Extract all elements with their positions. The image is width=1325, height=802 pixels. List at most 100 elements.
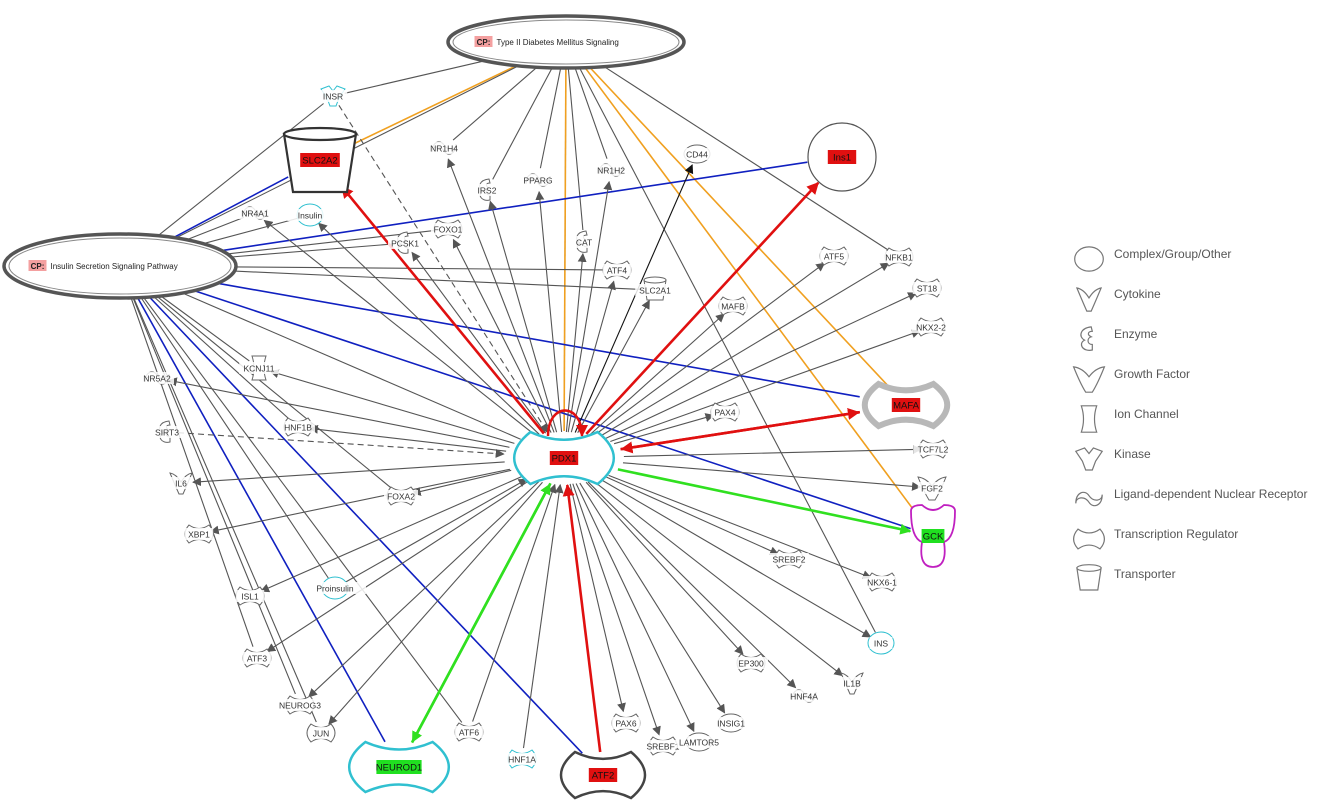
legend-item-ion-channel: Ion Channel [1068,400,1318,440]
node-nfkb1[interactable]: NFKB1 [882,247,916,267]
edge-pdx1-to-atf5 [593,262,826,436]
node-hnf1a[interactable]: HNF1A [505,749,539,769]
node-atf4[interactable]: ATF4 [602,260,632,280]
node-isl1[interactable]: ISL1 [235,586,265,606]
node-nr4a1[interactable]: NR4A1 [238,206,272,220]
edge-pdx1-to-nr4a1 [263,219,536,436]
node-label: JUN [313,729,330,739]
node-kcnj11[interactable]: KCNJ11 [239,355,279,381]
node-lamtor5[interactable]: LAMTOR5 [676,732,722,752]
node-nkx6-1[interactable]: NKX6-1 [862,572,902,592]
edge-layer [130,60,922,754]
node-pax6[interactable]: PAX6 [611,713,641,733]
edge-p-isp-to-jun [133,297,317,723]
node-hnf1b[interactable]: HNF1B [281,417,315,437]
node-neurod1[interactable]: NEUROD1 [348,740,450,794]
node-atf5[interactable]: ATF5 [819,246,849,266]
pathway-label: Type II Diabetes Mellitus Signaling [497,38,619,47]
node-ins[interactable]: INS [867,631,895,655]
edge-pdx1-to-pax4 [613,413,715,445]
node-mafa[interactable]: MAFA [861,380,951,430]
node-cat[interactable]: CAT [572,230,596,253]
legend-item-ligand-dependent-nuclear-receptor: Ligand-dependent Nuclear Receptor [1068,480,1318,520]
edge-p-isp-to-atf4 [235,266,606,271]
node-tcf7l2[interactable]: TCF7L2 [913,439,953,459]
node-label: INSR [323,92,343,102]
node-il6[interactable]: IL6 [169,472,193,495]
node-sirt3[interactable]: SIRT3 [150,420,184,443]
node-irs2[interactable]: IRS2 [472,178,502,201]
node-label: FGF2 [921,484,943,494]
node-insr[interactable]: INSR [318,85,348,107]
node-atf6[interactable]: ATF6 [454,722,484,742]
node-label: GCK [923,532,944,543]
node-label: NR5A2 [143,374,171,384]
edge-pdx1-to-foxo1 [452,238,552,433]
node-jun[interactable]: JUN [306,723,336,743]
node-mafb[interactable]: MAFB [718,296,748,316]
edge-pdx1-to-nr5a2 [167,377,510,448]
node-atf2[interactable]: ATF2 [559,750,647,800]
pathway-layer: CP:Type II Diabetes Mellitus SignalingCP… [2,14,686,300]
node-foxa2[interactable]: FOXA2 [384,486,418,506]
edge-pdx1-to-insulin [317,222,540,435]
node-ep300[interactable]: EP300 [734,653,768,673]
transporter-icon [1076,564,1102,591]
node-fgf2[interactable]: FGF2 [917,476,947,501]
node-st18[interactable]: ST18 [912,278,942,298]
node-pax4[interactable]: PAX4 [710,402,740,422]
edge-proinsulin-to-pdx1 [344,478,528,584]
pathway-type-ii-diabetes-mellitus-signaling[interactable]: CP: Type II Diabetes Mellitus Signaling [446,14,686,70]
legend-label: Enzyme [1114,327,1158,341]
node-label: PCSK1 [391,239,419,249]
edge-pdx1-to-atf3 [266,479,532,652]
edge-p-isp-to-pcsk1 [231,243,394,258]
node-slc2a1[interactable]: SLC2A1 [635,276,675,301]
highlight-fill [921,529,945,543]
node-label: Ins1 [833,153,851,164]
edge-mafa-to-pdx1 [620,410,861,454]
node-insig1[interactable]: INSIG1 [711,713,751,733]
node-neurog3[interactable]: NEUROG3 [277,695,323,715]
edge-p-isp-to-atf3 [130,297,254,647]
node-proinsulin[interactable]: Proinsulin [304,576,366,600]
legend-item-cytokine: Cytokine [1068,280,1318,320]
edge-pdx1-to-lamtor5 [575,483,695,733]
enzyme-icon [1080,326,1094,351]
node-cd44[interactable]: CD44 [682,144,712,164]
node-xbp1[interactable]: XBP1 [184,524,214,544]
edge-pdx1-to-ins [599,478,872,638]
node-gck[interactable]: GCK [910,504,956,568]
edge-p-t2d-to-nfkb1 [603,66,890,251]
node-ins1[interactable]: Ins1 [807,122,877,192]
node-pdx1[interactable]: PDX1 [513,430,615,486]
node-label: SLC2A2 [302,156,337,167]
node-hnf4a[interactable]: HNF4A [787,689,821,703]
edge-pdx1-self-loop [546,409,588,437]
node-pparg[interactable]: PPARG [521,173,555,187]
edge-pdx1-to-isl1 [260,475,523,593]
node-srebf2[interactable]: SREBF2 [769,549,809,569]
node-label: KCNJ11 [243,364,274,374]
channel-icon [1080,405,1098,433]
node-nr1h4[interactable]: NR1H4 [427,141,461,155]
cp-prefix: CP: [477,38,491,47]
node-label: HNF4A [790,692,818,702]
node-nr5a2[interactable]: NR5A2 [140,371,174,385]
node-atf3[interactable]: ATF3 [242,648,272,668]
pathway-insulin-secretion-signaling-pathway[interactable]: CP:Insulin Secretion Signaling Pathway [2,232,238,300]
node-foxo1[interactable]: FOXO1 [431,219,465,239]
edge-p-isp-to-slc2a1 [234,270,644,291]
node-slc2a2[interactable]: SLC2A2 [282,126,358,194]
legend-label: Ion Channel [1114,407,1179,421]
edge-pdx1-to-ins1 [585,181,820,435]
node-il1b[interactable]: IL1B [837,672,867,695]
node-label: ATF4 [607,266,627,276]
node-nr1h2[interactable]: NR1H2 [594,163,628,177]
node-pcsk1[interactable]: PCSK1 [388,231,422,254]
node-insulin[interactable]: Insulin [287,203,333,227]
node-nkx2-2[interactable]: NKX2-2 [911,317,951,337]
node-srebf1[interactable]: SREBF1 [643,736,683,756]
